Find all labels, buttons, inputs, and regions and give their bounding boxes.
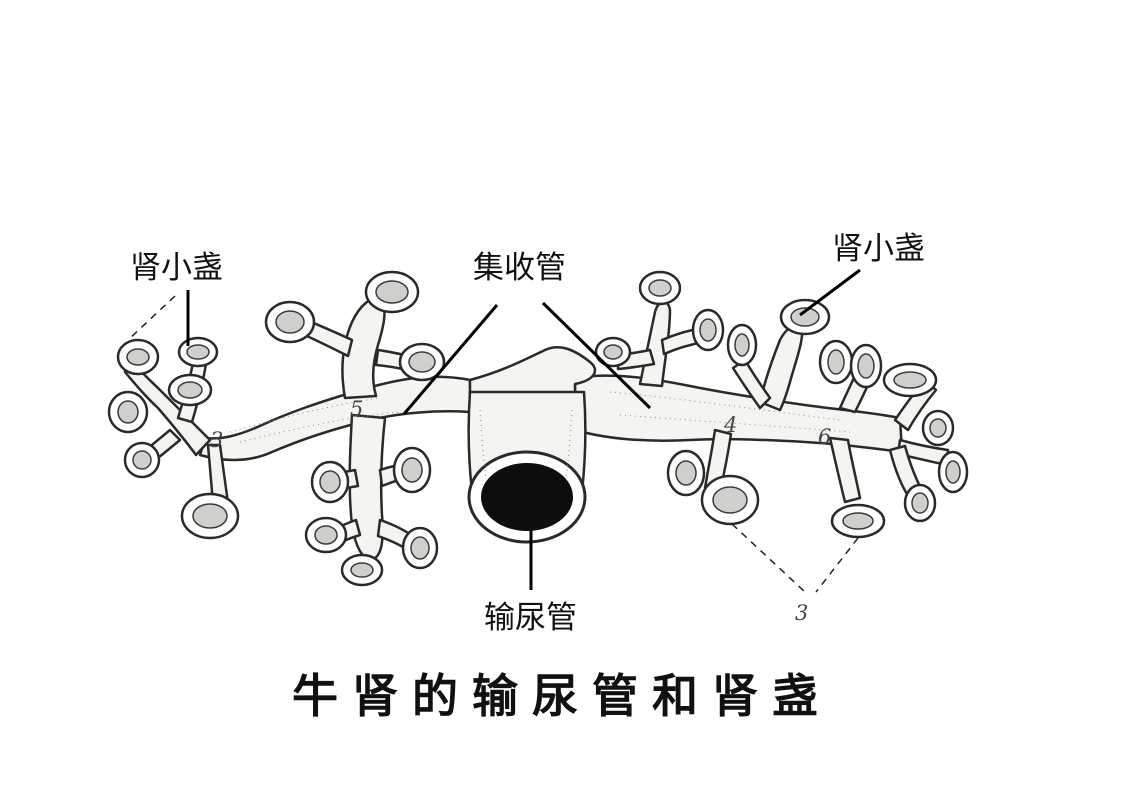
calyx-cup-lumen: [117, 400, 139, 424]
calyx-cup-lumen: [675, 460, 697, 486]
calyx-cup-lumen: [314, 525, 338, 545]
label-ureter: 输尿管: [484, 600, 577, 636]
collecting-system-drawing: [107, 270, 969, 587]
calyx-cup-lumen: [192, 503, 228, 529]
calyx-cup-lumen: [699, 318, 717, 342]
leader-collecting-duct-left: [402, 304, 499, 415]
left-main-branch: [198, 375, 472, 462]
leader-lines: [127, 268, 861, 593]
calyx-cup-lumen: [827, 349, 845, 375]
calyx-cup-lumen: [350, 562, 374, 578]
calyx-cup-lumen: [790, 307, 820, 327]
marker-3-right: 3: [795, 601, 808, 625]
calyx-cup-lumen: [132, 450, 152, 470]
calyx-cup-lumen: [893, 371, 927, 389]
dashed-leader-left: [127, 295, 176, 341]
leader-collecting-duct-right: [541, 301, 652, 410]
calyx-cup-lumen: [842, 512, 874, 530]
calyx-cup-lumen: [408, 351, 436, 373]
ureter-shading: [479, 409, 573, 481]
dashed-leader-right-1: [731, 523, 806, 593]
calyx-cup-lumen: [401, 457, 423, 483]
calyx-cup-lumen: [375, 280, 409, 304]
calyx-cup-lumen: [410, 536, 430, 560]
right-mid-sub: [731, 358, 772, 410]
calyx-cup-lumen: [275, 310, 305, 334]
leader-minor-calyx-right: [799, 268, 861, 317]
calyx-cup-lumen: [177, 381, 203, 399]
calyx-cup-lumen: [319, 470, 341, 494]
calyx-cup-lumen: [734, 333, 750, 357]
calyx-cup-lumen: [911, 492, 929, 514]
label-minor-calyx-left: 肾小盏: [130, 250, 223, 286]
calyx-cup-lumen: [603, 344, 623, 360]
calyx-cup-lumen: [648, 279, 672, 297]
dashed-leader-right-2: [815, 537, 859, 593]
calyx-cup-lumen: [712, 486, 748, 514]
right-lower-branch: [828, 436, 862, 504]
calyx-cup-lumen: [186, 344, 210, 360]
calyx-cup-lumen: [857, 353, 875, 379]
marker-6: 6: [818, 425, 831, 449]
diagram-labels: 肾小盏 集收管 肾小盏 输尿管 3 5 4 6 3: [130, 231, 925, 636]
figure-caption: 牛肾的输尿管和肾盏: [292, 669, 832, 723]
marker-3-left: 3: [210, 428, 223, 452]
label-minor-calyx-right: 肾小盏: [832, 231, 925, 267]
calyx-cup-lumen: [929, 418, 947, 438]
marker-4: 4: [723, 413, 737, 437]
label-collecting-duct: 集收管: [473, 250, 566, 286]
ureter-lumen: [481, 463, 573, 531]
marker-5: 5: [350, 397, 363, 421]
calyx-cup-lumen: [126, 348, 150, 366]
calyx-cup-lumen: [945, 460, 961, 484]
